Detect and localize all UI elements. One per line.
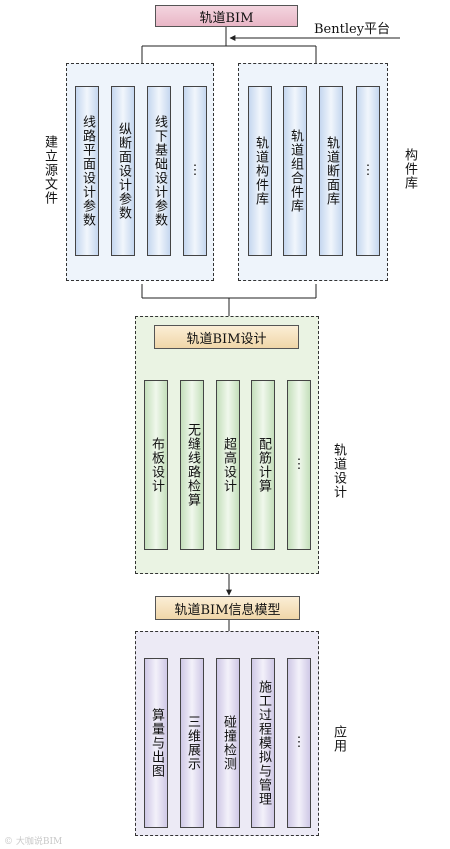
application-label: 应用 — [331, 725, 346, 753]
info-model-title: 轨道BIM信息模型 — [174, 602, 281, 618]
header-title: 轨道BIM — [199, 10, 254, 26]
component-col-2: 轨道组合件库 — [283, 86, 307, 256]
application-item-label: ⋮ — [292, 735, 306, 750]
watermark: © 大咖说BIM — [4, 837, 63, 847]
design-col-5: ⋮ — [287, 380, 311, 550]
application-col-5: ⋮ — [287, 658, 311, 828]
application-item-label: 碰撞检测 — [221, 715, 236, 771]
application-col-2: 三维展示 — [180, 658, 204, 828]
source-file-col-3: 线下基础设计参数 — [147, 86, 171, 256]
design-col-1: 布板设计 — [144, 380, 168, 550]
component-library-label: 构件库 — [402, 148, 417, 190]
source-file-col-4: ⋮ — [183, 86, 207, 256]
application-col-3: 碰撞检测 — [216, 658, 240, 828]
component-label: 轨道构件库 — [253, 136, 268, 206]
component-col-4: ⋮ — [356, 86, 380, 256]
source-file-label: 纵断面设计参数 — [116, 122, 131, 220]
design-item-label: ⋮ — [292, 457, 306, 472]
design-title-box: 轨道BIM设计 — [154, 325, 299, 349]
application-col-4: 施工过程模拟与管理 — [251, 658, 275, 828]
design-item-label: 配筋计算 — [256, 437, 271, 493]
source-file-label: ⋮ — [188, 163, 202, 178]
component-label: 轨道断面库 — [324, 136, 339, 206]
design-item-label: 超高设计 — [221, 437, 236, 493]
design-item-label: 布板设计 — [149, 437, 164, 493]
design-col-3: 超高设计 — [216, 380, 240, 550]
design-label: 轨道设计 — [331, 443, 346, 499]
component-col-1: 轨道构件库 — [248, 86, 272, 256]
info-model-box: 轨道BIM信息模型 — [155, 596, 300, 620]
platform-label: Bentley平台 — [314, 22, 391, 37]
source-files-label: 建立源文件 — [42, 135, 57, 205]
component-col-3: 轨道断面库 — [319, 86, 343, 256]
design-title: 轨道BIM设计 — [186, 331, 267, 347]
header-title-box: 轨道BIM — [155, 5, 298, 27]
component-label: 轨道组合件库 — [288, 129, 303, 213]
source-file-col-2: 纵断面设计参数 — [111, 86, 135, 256]
design-col-4: 配筋计算 — [251, 380, 275, 550]
application-item-label: 三维展示 — [185, 715, 200, 771]
source-file-col-1: 线路平面设计参数 — [75, 86, 99, 256]
design-item-label: 无缝线路检算 — [185, 423, 200, 507]
application-item-label: 算量与出图 — [149, 708, 164, 778]
application-item-label: 施工过程模拟与管理 — [256, 680, 271, 806]
component-label: ⋮ — [361, 163, 375, 178]
application-col-1: 算量与出图 — [144, 658, 168, 828]
source-file-label: 线下基础设计参数 — [152, 115, 167, 227]
source-file-label: 线路平面设计参数 — [80, 115, 95, 227]
design-col-2: 无缝线路检算 — [180, 380, 204, 550]
